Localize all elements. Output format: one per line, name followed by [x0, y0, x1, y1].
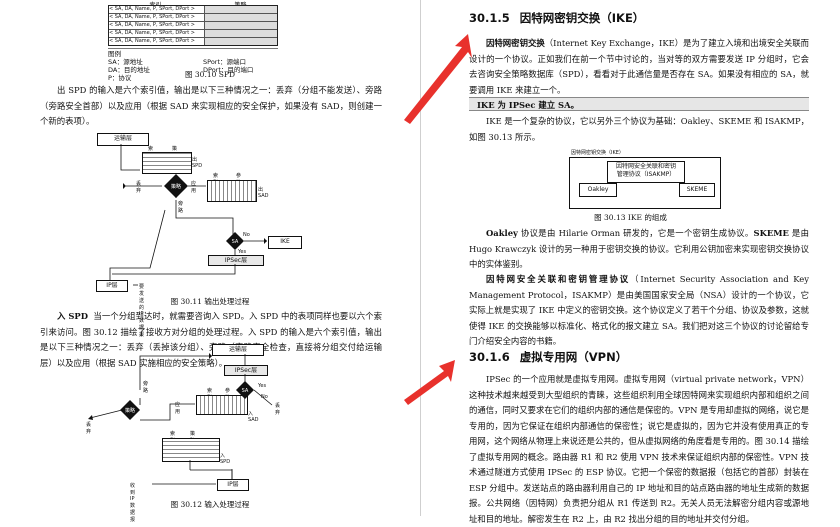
ipsec-layer-box: IPSec层: [208, 255, 264, 266]
legend-sa: SA：源地址: [108, 58, 143, 66]
out-spd-table: [142, 152, 192, 174]
paragraph: 因特网密钥交换（Internet Key Exchange，IKE）是为了建立入…: [469, 36, 809, 98]
paragraph-body: （Internet Key Exchange，IKE）是为了建立入境和出境安全关…: [469, 38, 810, 95]
ip-layer-box: IP层: [217, 479, 249, 491]
paragraph-lead: 因特网安全关联和密钥管理协议: [486, 274, 631, 284]
paragraph: 出 SPD 的输入是六个索引值，输出是以下三种情况之一：丢弃（分组不能发送）、旁…: [40, 85, 382, 126]
in-sad-table: [196, 395, 248, 415]
ipsec-layer-box: IPSec层: [224, 365, 268, 376]
paragraph: IKE 是一个复杂的协议，它以另外三个协议为基础：Oakley、SKEME 和 …: [469, 116, 809, 142]
figure-caption: 图 30.13 IKE 的组成: [594, 213, 667, 222]
decision-diamond: [120, 400, 140, 420]
label-apply: 应用: [191, 181, 197, 194]
svg-text:策略: 策略: [125, 407, 135, 414]
sa-diamond: [226, 232, 244, 250]
label-discard: 丢弃: [275, 403, 281, 416]
right-page: 30.1.5 因特网密钥交换（IKE） 因特网密钥交换（Internet Key …: [421, 0, 840, 524]
label-bypass: 旁路: [143, 381, 149, 394]
transport-layer-box: 运输层: [97, 133, 149, 146]
label-discard: 丢弃: [136, 181, 142, 194]
label-discard: 丢弃: [86, 422, 92, 435]
paragraph-body: 是由 Hugo Krawczyk 设计的另一种用于密钥交换的协议。它利用公钥加密…: [469, 228, 809, 269]
ip-layer-box: IP层: [96, 280, 128, 292]
section-number: 30.1.6: [469, 350, 510, 364]
legend-title: 图例: [108, 50, 121, 58]
label-in-spd: 入SPD: [220, 453, 231, 465]
label-to-send: 要发送的IP数据报: [139, 284, 145, 338]
ike-components-diagram: 因特网密钥交换（IKE） 因特网安全关联和密钥 管理协议（ISAKMP） Oak…: [569, 150, 721, 210]
section-title: 因特网密钥交换（IKE）: [519, 11, 645, 25]
isakmp-label-line1: 因特网安全关联和密钥: [615, 163, 676, 170]
term-oakley: Oakley: [486, 228, 518, 238]
isakmp-label-line2: 管理协议（ISAKMP）: [616, 171, 676, 178]
label-in-sad: 入SAD: [248, 411, 259, 423]
legend-p: P：协议: [108, 74, 132, 82]
legend-da: DA：目的地址: [108, 66, 150, 74]
figure-caption: 图 30.11 输出处理过程: [170, 297, 250, 306]
label-no: No: [243, 232, 250, 238]
spd-row: < SA, DA, Name, P, SPort, DPort >: [109, 22, 205, 29]
svg-text:SA: SA: [242, 388, 249, 394]
oakley-box: Oakley: [579, 183, 617, 197]
section-title: 虚拟专用网（VPN）: [519, 350, 628, 364]
section-number: 30.1.5: [469, 11, 510, 25]
highlight-note: IKE 为 IPSec 建立 SA。: [469, 97, 809, 111]
left-page: 索引 策略 < SA, DA, Name, P, SPort, DPort > …: [0, 0, 421, 523]
figure-caption: 图 30.10 SPD: [185, 70, 235, 79]
ike-outer-box: [569, 157, 721, 209]
label-no: No: [261, 394, 268, 400]
isakmp-box: 因特网安全关联和密钥 管理协议（ISAKMP）: [607, 161, 685, 183]
section-heading: 30.1.5 因特网密钥交换（IKE）: [469, 10, 644, 26]
spd-row: < SA, DA, Name, P, SPort, DPort >: [109, 30, 205, 37]
svg-text:策略: 策略: [171, 183, 181, 190]
spd-row: < SA, DA, Name, P, SPort, DPort >: [109, 14, 205, 21]
paragraph: 因特网安全关联和密钥管理协议（Internet Security Associa…: [469, 272, 809, 350]
out-sad-table: [207, 180, 257, 202]
spd-col-index: 索引: [108, 0, 203, 5]
ike-box: IKE: [268, 236, 302, 249]
paragraph-body: 当一个分组到达时，就需要咨询入 SPD。入 SPD 中的表项同样也要以六个索引来…: [40, 311, 382, 368]
label-bypass: 旁路: [178, 201, 184, 214]
skeme-box: SKEME: [679, 183, 715, 197]
input-diagram-lines: 策略 SA: [88, 353, 273, 485]
decision-diamond: [164, 174, 188, 198]
sa-diamond: [236, 381, 254, 399]
figure-caption: 图 30.12 输入处理过程: [170, 500, 250, 509]
paragraph-lead: 入 SPD: [57, 311, 88, 321]
spd-col-policy: 策略: [203, 0, 278, 5]
spd-table: 索引 策略 < SA, DA, Name, P, SPort, DPort > …: [108, 0, 278, 82]
section-heading: 30.1.6 虚拟专用网（VPN）: [469, 349, 627, 365]
paragraph: 入 SPD 当一个分组到达时，就需要咨询入 SPD。入 SPD 中的表项同样也要…: [40, 309, 382, 371]
label-yes: Yes: [238, 249, 247, 255]
paragraph: Oakley 协议是由 Hilarie Orman 研发的，它是一个密钥生成协议…: [469, 226, 809, 273]
label-out-sad: 出SAD: [258, 187, 269, 199]
term-skeme: SKEME: [753, 228, 789, 238]
label-yes: Yes: [258, 383, 267, 389]
paragraph: IPSec 的一个应用就是虚拟专用网。虚拟专用网（virtual private…: [469, 374, 809, 524]
paragraph-body: （Internet Security Association and Key M…: [469, 274, 809, 346]
ike-outer-label: 因特网密钥交换（IKE）: [571, 150, 624, 156]
label-apply: 应用: [175, 402, 181, 415]
label-out-spd: 出SPD: [192, 157, 203, 169]
legend-dport: DPort：目的端口: [203, 66, 254, 74]
paragraph-body: 协议是由 Hilarie Orman 研发的，它是一个密钥生成协议。: [520, 228, 754, 238]
output-diagram-lines: 策略 SA: [109, 144, 267, 286]
legend-sport: SPort：源端口: [203, 58, 247, 66]
in-spd-table: [162, 438, 220, 462]
spd-row: < SA, DA, Name, P, SPort, DPort >: [109, 38, 205, 45]
transport-layer-box: 运输层: [212, 344, 264, 356]
spd-row: < SA, DA, Name, P, SPort, DPort >: [109, 6, 205, 13]
paragraph-lead: 因特网密钥交换: [486, 38, 545, 48]
svg-text:SA: SA: [232, 239, 239, 245]
